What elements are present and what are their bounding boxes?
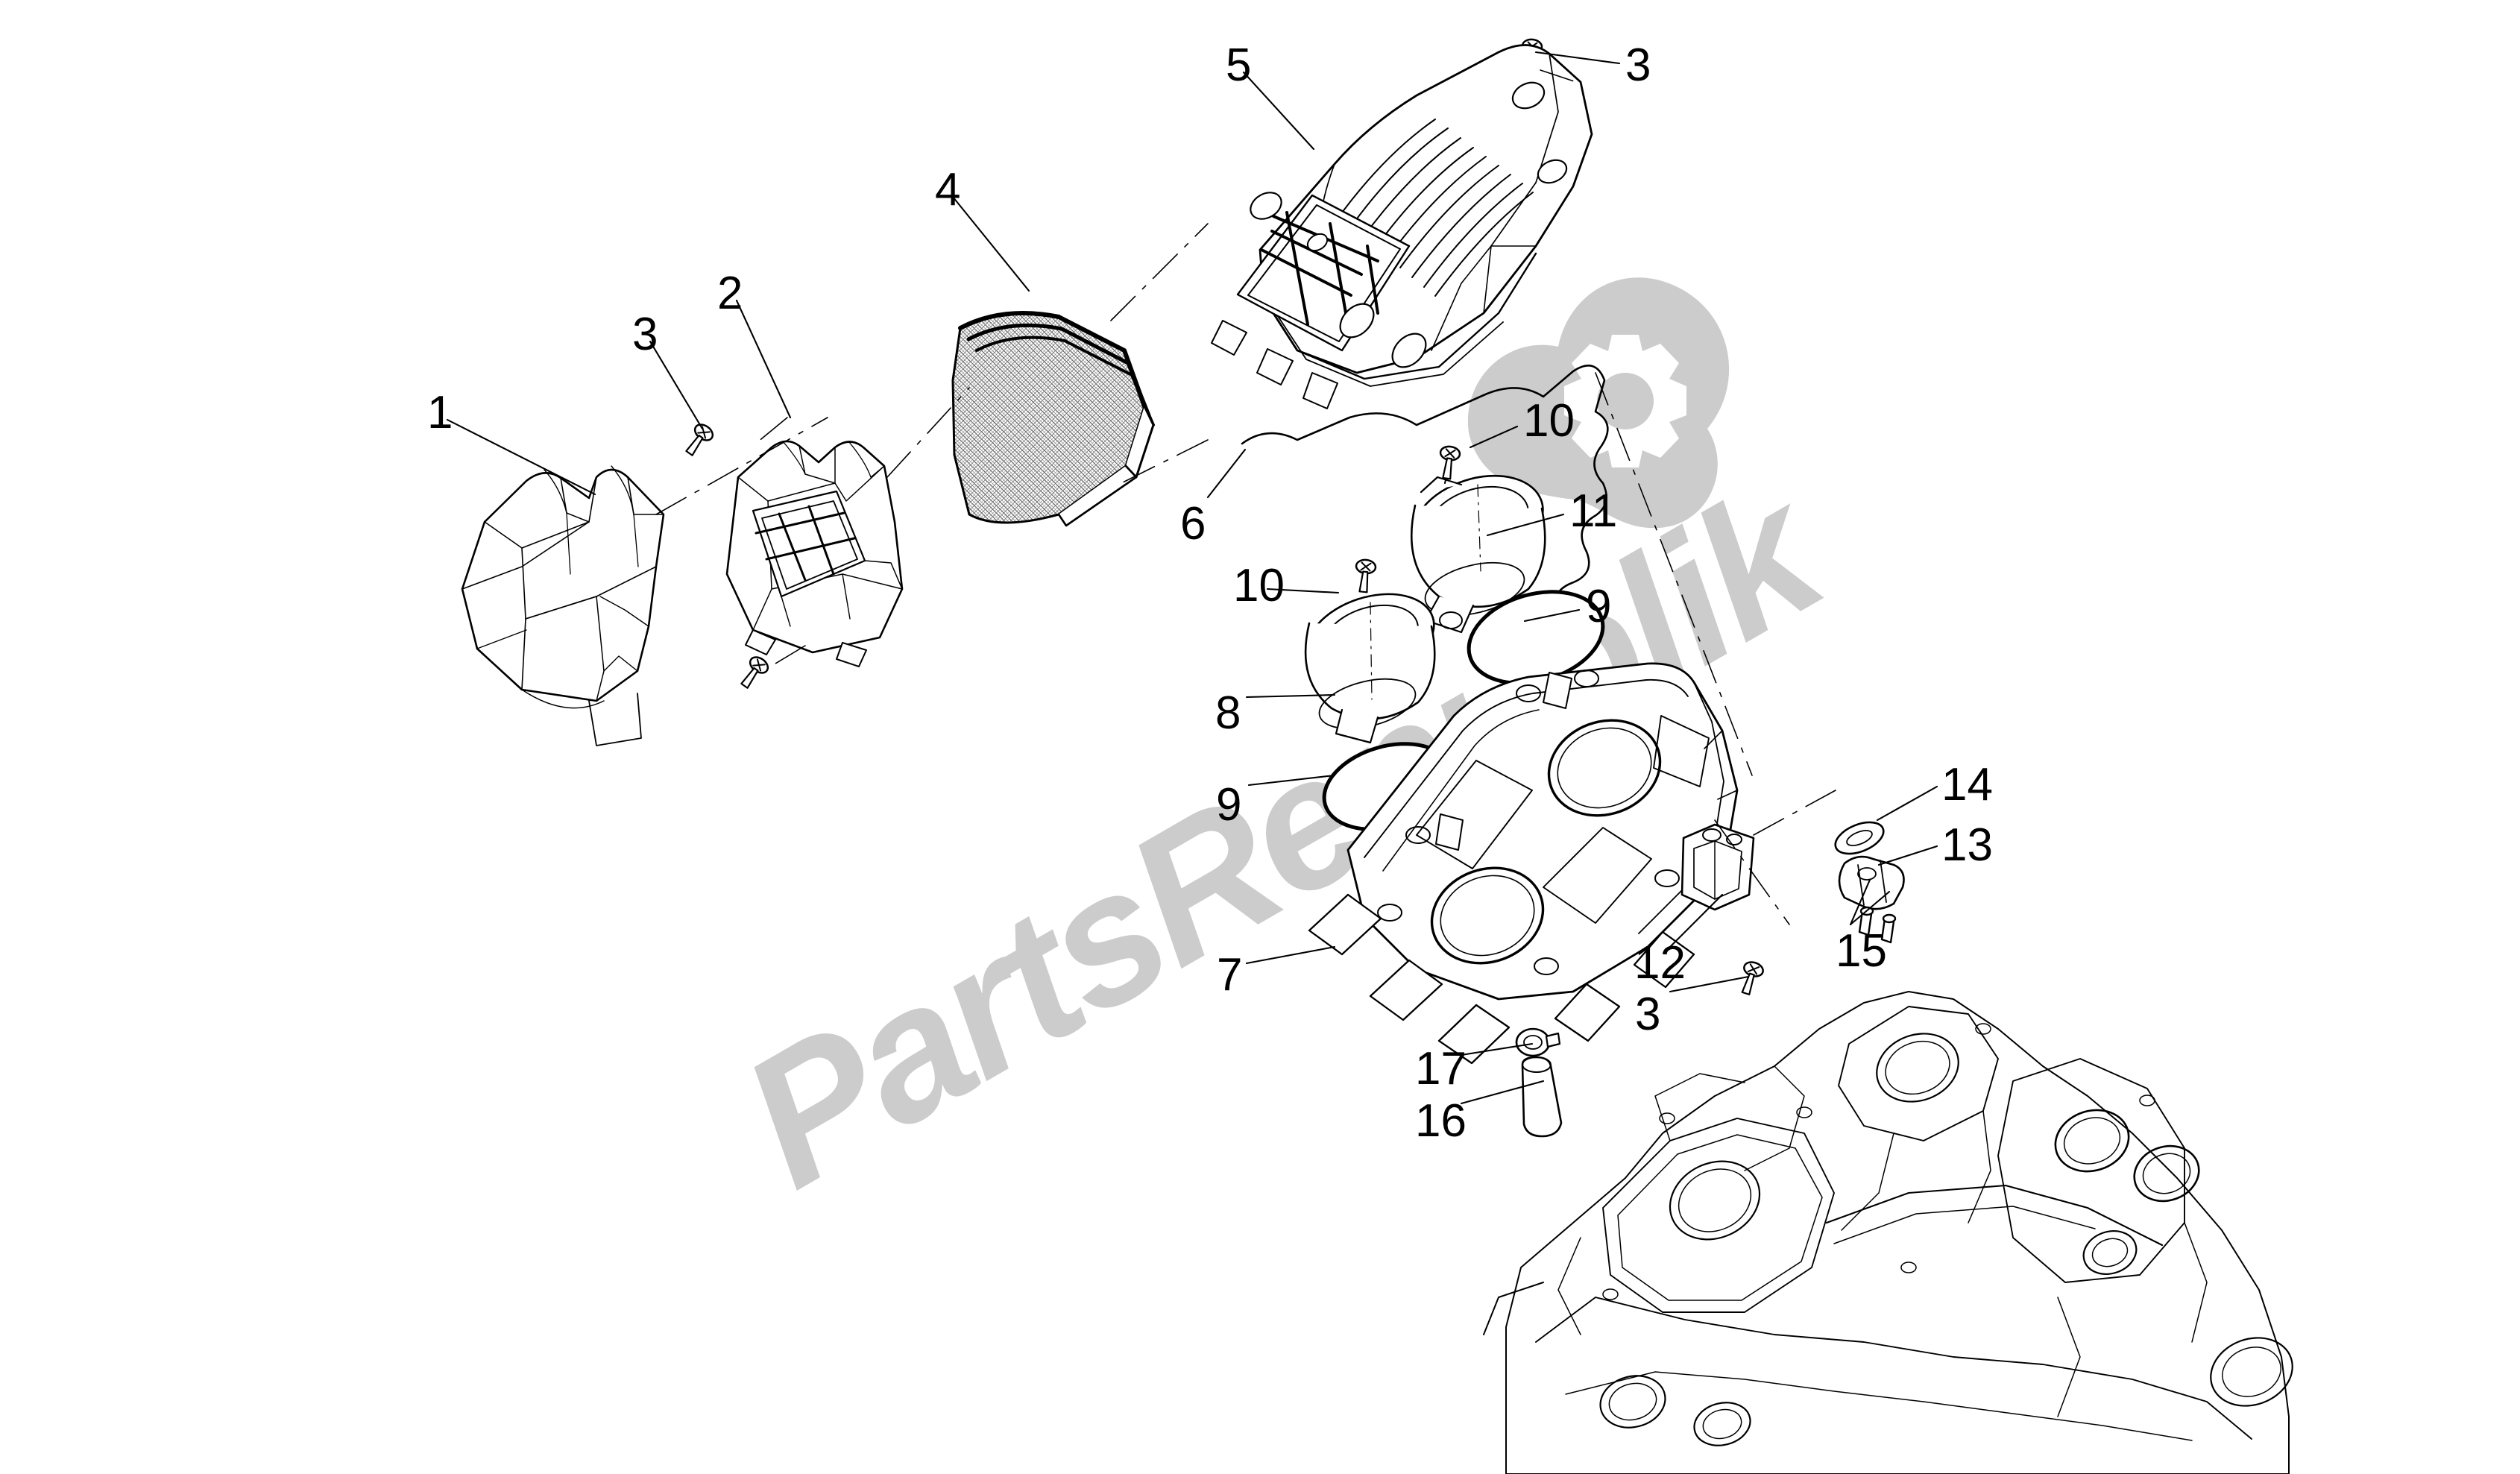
callout-label-10a: 10 <box>1523 395 1575 447</box>
callout-label-17: 17 <box>1415 1043 1467 1095</box>
part-10-screw-for-trumpet-short <box>1352 558 1378 594</box>
callout-label-7: 7 <box>1217 949 1243 1001</box>
part-1-air-intake-duct <box>461 465 665 746</box>
callout-label-5: 5 <box>1226 40 1252 91</box>
callout-label-11: 11 <box>1569 485 1618 537</box>
callout-label-16: 16 <box>1415 1095 1467 1147</box>
callout-label-1: 1 <box>427 387 453 438</box>
part-8-intake-trumpet-short <box>1304 593 1436 744</box>
part-10-screw-for-trumpet-long <box>1436 444 1462 481</box>
callout-label-10b: 10 <box>1233 560 1285 611</box>
part-17-hose-clamp <box>1515 1027 1561 1057</box>
callout-label-14: 14 <box>1941 759 1993 810</box>
callout-label-9a: 9 <box>1586 581 1612 632</box>
part-4-air-filter-element <box>951 311 1155 527</box>
explosion-axis-lines <box>655 69 1836 925</box>
engine-assembly <box>1483 991 2293 1474</box>
callout-label-3b: 3 <box>1625 40 1651 91</box>
part-3-screw-upper-left <box>680 420 717 460</box>
part-5-air-box-top-cover <box>1211 44 1593 409</box>
part-16-rubber-sleeve <box>1521 1056 1563 1138</box>
part-12-bracket-clip <box>1680 823 1755 911</box>
callout-label-13: 13 <box>1941 819 1993 871</box>
callout-label-6: 6 <box>1180 498 1206 549</box>
callout-label-4: 4 <box>935 164 961 215</box>
callout-label-9b: 9 <box>1216 779 1242 831</box>
callout-label-15: 15 <box>1836 925 1887 977</box>
part-7-air-box-base <box>1308 662 1739 1065</box>
part-2-air-filter-housing <box>725 440 904 667</box>
callout-label-12: 12 <box>1634 937 1686 989</box>
part-3-screw-lower-left <box>735 652 772 693</box>
callout-label-2: 2 <box>717 268 743 319</box>
callout-label-8: 8 <box>1215 687 1241 739</box>
part-11-intake-trumpet-long <box>1410 463 1546 634</box>
part-15-sensor-screws <box>1858 906 1897 944</box>
callout-label-3a: 3 <box>632 309 658 360</box>
callout-label-3c: 3 <box>1635 989 1661 1040</box>
part-13-sensor-body <box>1838 855 1905 910</box>
part-14-sensor-seal <box>1834 821 1885 855</box>
callout-leader-lines <box>446 51 1938 1105</box>
